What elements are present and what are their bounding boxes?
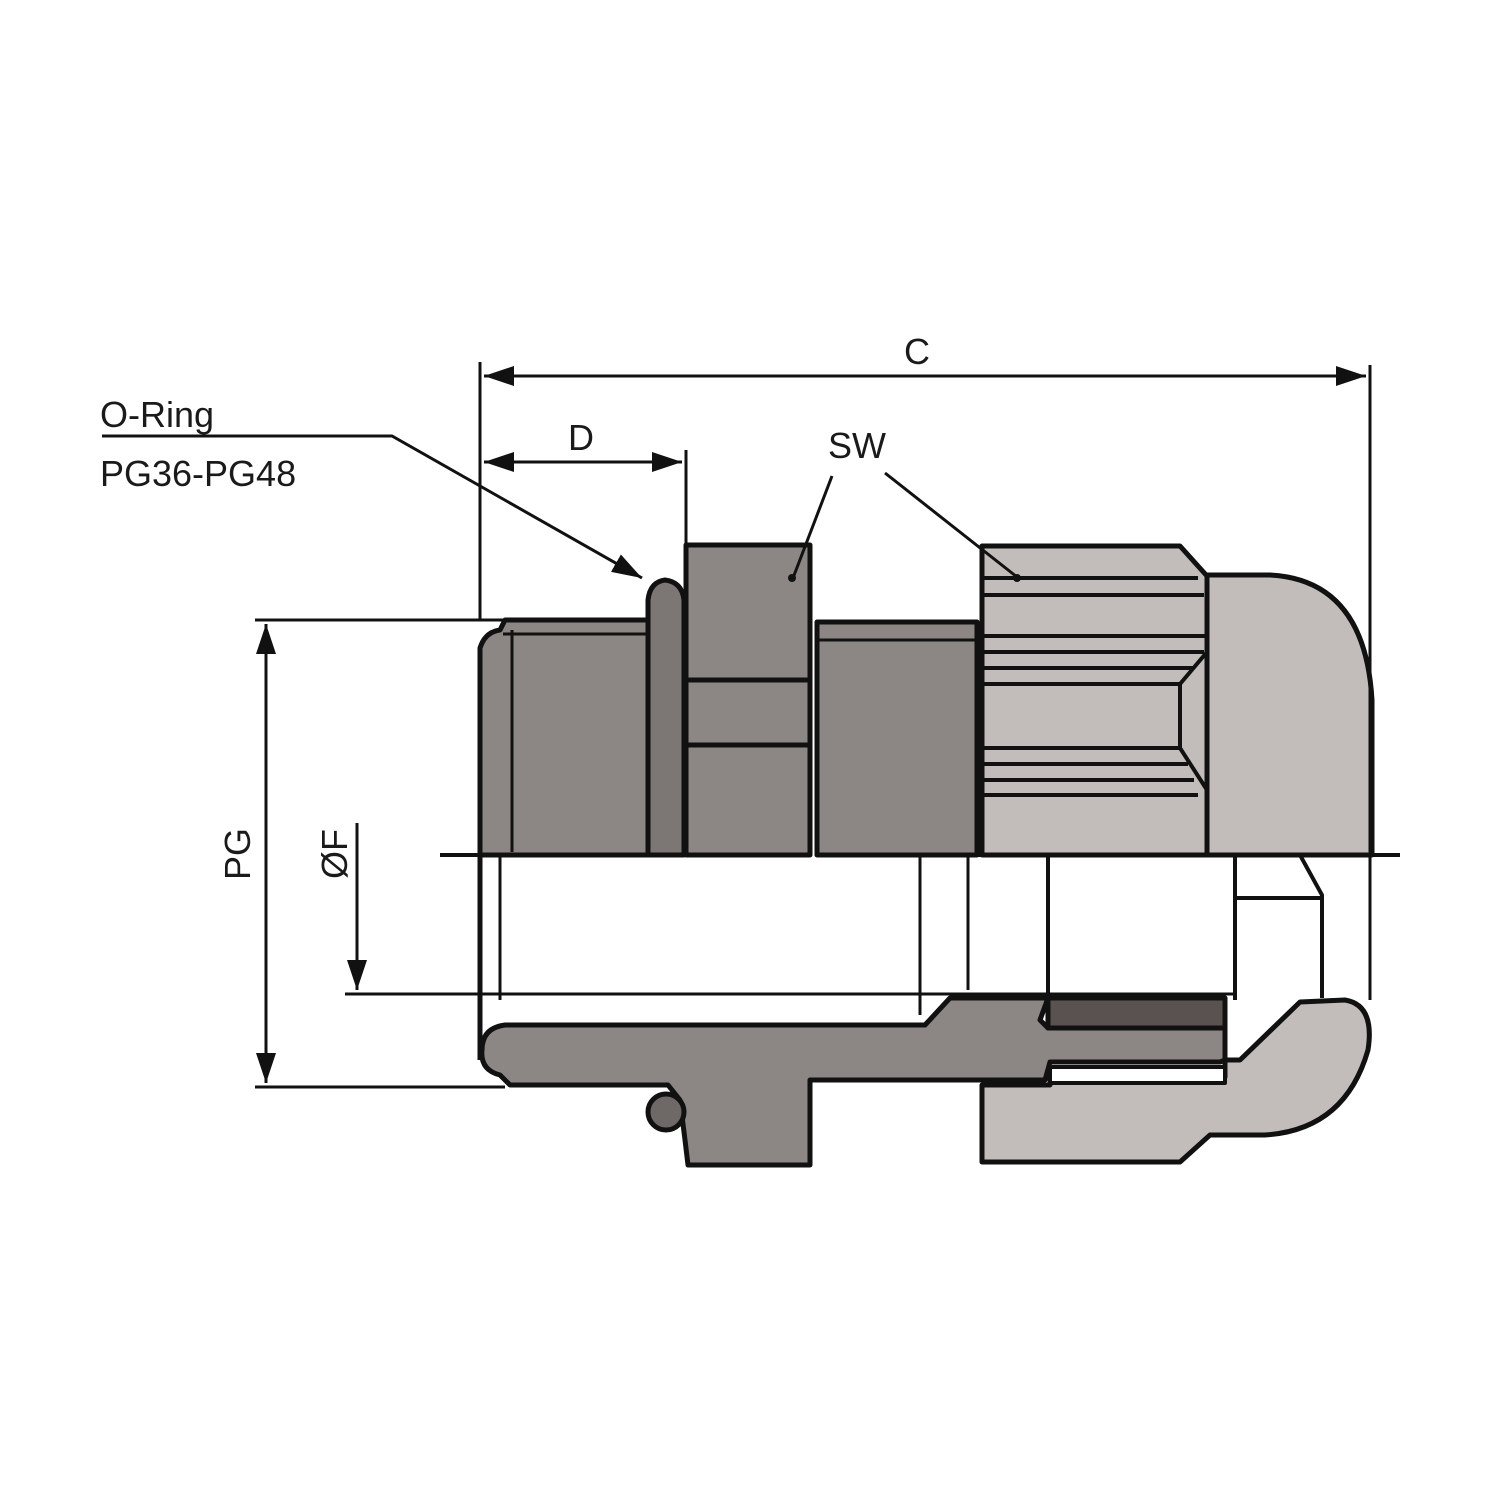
dome-cap: [1204, 572, 1375, 858]
o-ring-label: O-Ring: [100, 394, 215, 435]
dim-sw-label: SW: [828, 425, 886, 466]
dimensions: [102, 362, 1372, 1089]
dim-c-label: C: [904, 331, 930, 372]
upper-half-view: [477, 542, 1375, 858]
dim-d-label: D: [568, 417, 594, 458]
lower-half-section: [477, 854, 1372, 1168]
cap-hex: [979, 543, 1210, 858]
body-mid: [814, 619, 980, 858]
o-ring-upper: [645, 577, 687, 858]
hex-body: [683, 542, 813, 858]
dim-f-label: ØF: [314, 829, 355, 879]
seal-insert: [1045, 995, 1228, 1031]
thread-body: [477, 617, 653, 858]
o-ring-range-label: PG36-PG48: [100, 453, 297, 494]
body-section: [479, 995, 1228, 1168]
o-ring-lower: [645, 1091, 687, 1133]
dim-pg-label: PG: [217, 827, 259, 881]
